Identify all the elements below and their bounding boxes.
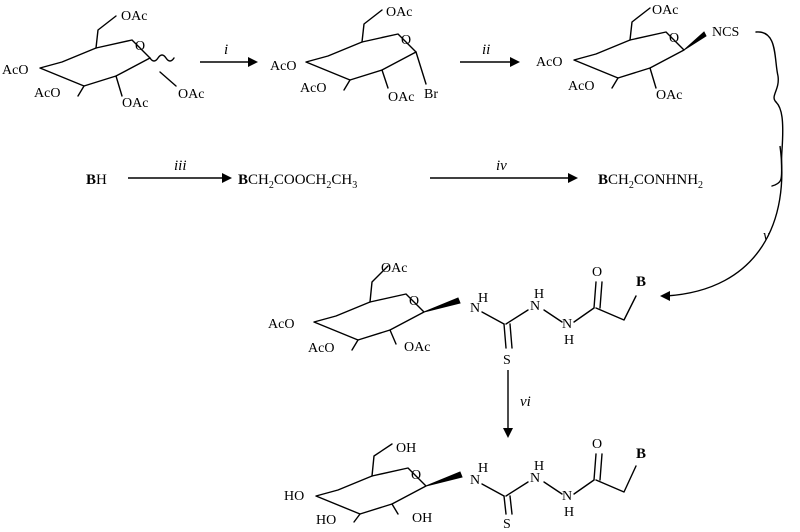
arrow-step-ii: ii: [460, 42, 520, 67]
label-oac: OAc: [388, 90, 414, 105]
arrow-step-iv: iv: [430, 158, 578, 183]
label-br: Br: [424, 87, 438, 102]
formula-ch: CH: [248, 172, 269, 188]
label-s: S: [503, 517, 511, 532]
label-h: H: [534, 459, 544, 474]
label-b: B: [636, 274, 646, 290]
label-ho: HO: [284, 489, 304, 504]
formula-b: B: [238, 172, 248, 188]
label-aco: AcO: [308, 341, 334, 356]
label-oac: OAc: [404, 340, 430, 355]
label-oac: OAc: [652, 3, 678, 18]
formula-ch: CH: [608, 172, 629, 188]
arrow-step-iii: iii: [128, 158, 232, 183]
formula-bh: BH: [86, 172, 107, 188]
label-ring-o: O: [411, 468, 421, 483]
label-n: N: [562, 317, 572, 332]
label-aco: AcO: [270, 59, 296, 74]
label-ho: HO: [316, 513, 336, 528]
label-h: H: [534, 287, 544, 302]
label-oac: OAc: [178, 87, 204, 102]
reagent-label-i: i: [224, 42, 228, 58]
arrow-step-vi: vi: [503, 370, 531, 438]
label-h: H: [478, 291, 488, 306]
label-ring-o: O: [409, 294, 419, 309]
combine-bracket: [755, 31, 784, 187]
compound-glycosyl-bromide: OAc O AcO AcO OAc Br: [270, 5, 438, 105]
formula-sub-3: 3: [352, 180, 357, 191]
label-h: H: [564, 333, 574, 348]
compound-penta-acetyl-glucose: OAc O AcO AcO OAc OAc: [2, 9, 204, 111]
label-carbonyl-o: O: [592, 437, 602, 452]
label-n: N: [470, 301, 480, 316]
label-ring-o: O: [669, 31, 679, 46]
formula-b: B: [86, 172, 96, 188]
label-oh: OH: [412, 511, 432, 526]
label-aco: AcO: [568, 79, 594, 94]
compound-deprotected-thiosemicarbazide: OH O HO HO OH H N S H N N H O B: [284, 437, 646, 532]
label-oac: OAc: [656, 88, 682, 103]
label-ncs: NCS: [712, 25, 739, 40]
label-ring-o: O: [401, 33, 411, 48]
svg-text:BCH2COOCH2CH3: BCH2COOCH2CH3: [238, 172, 357, 191]
label-n: N: [530, 471, 540, 486]
label-oac: OAc: [386, 5, 412, 20]
label-aco: AcO: [268, 317, 294, 332]
label-aco: AcO: [300, 81, 326, 96]
formula-conhnh: CONHNH: [634, 172, 698, 188]
label-aco: AcO: [536, 55, 562, 70]
label-oh: OH: [396, 441, 416, 456]
label-n: N: [562, 489, 572, 504]
arrow-step-i: i: [200, 42, 258, 67]
arrow-step-v: v: [660, 145, 783, 301]
label-oac: OAc: [381, 261, 407, 276]
label-n: N: [470, 473, 480, 488]
formula-cooch: COOCH: [274, 172, 327, 188]
formula-ch: CH: [331, 172, 352, 188]
label-h: H: [478, 461, 488, 476]
label-s: S: [503, 353, 511, 368]
label-oac: OAc: [122, 96, 148, 111]
formula-sub-2: 2: [326, 180, 331, 191]
formula-sub-2: 2: [629, 180, 634, 191]
compound-acetylated-thiosemicarbazide: OAc O AcO AcO OAc H N S H N N H O B: [268, 261, 646, 368]
reagent-label-v: v: [763, 228, 770, 244]
formula-hydrazide: BCH2CONHNH2: [598, 172, 703, 191]
label-oac: OAc: [121, 9, 147, 24]
label-h: H: [564, 505, 574, 520]
compound-glycosyl-isothiocyanate: OAc O AcO AcO OAc NCS: [536, 3, 739, 103]
label-aco: AcO: [34, 86, 60, 101]
reagent-label-iv: iv: [496, 158, 507, 174]
formula-sub-2: 2: [269, 180, 274, 191]
label-b: B: [636, 446, 646, 462]
formula-ethyl-ester: BCH2COOCH2CH3: [238, 172, 357, 191]
label-carbonyl-o: O: [592, 265, 602, 280]
svg-text:BH: BH: [86, 172, 107, 188]
reagent-label-vi: vi: [520, 394, 531, 410]
svg-text:BCH2CONHNH2: BCH2CONHNH2: [598, 172, 703, 191]
label-ring-o: O: [135, 39, 145, 54]
label-aco: AcO: [2, 63, 28, 78]
formula-h: H: [96, 172, 107, 188]
label-n: N: [530, 299, 540, 314]
reagent-label-iii: iii: [174, 158, 187, 174]
formula-sub-2: 2: [698, 180, 703, 191]
reagent-label-ii: ii: [482, 42, 490, 58]
formula-b: B: [598, 172, 608, 188]
